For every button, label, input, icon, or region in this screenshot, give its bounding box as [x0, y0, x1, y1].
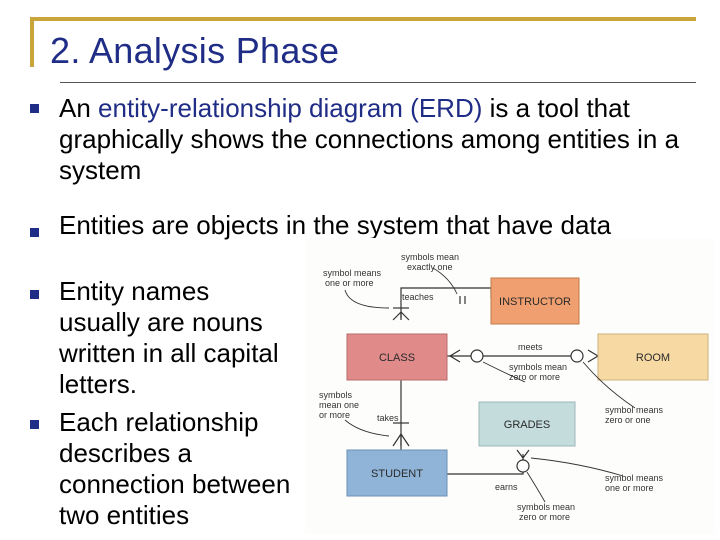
relationship-teaches: teaches — [402, 292, 434, 302]
earns-crowfoot — [516, 449, 530, 459]
bullet-text-erd: An entity-relationship diagram (ERD) is … — [59, 93, 680, 185]
bullet-marker — [30, 290, 39, 299]
annotation-zero-or-more-bottom-1: symbols mean — [517, 502, 575, 512]
one-or-more-crowfoot — [392, 311, 410, 321]
earns-zero-circle — [516, 459, 530, 473]
zero-circle — [470, 349, 484, 363]
bullet-text-entities: Entities are objects in the system that … — [59, 210, 612, 240]
entity-grades-label: GRADES — [504, 419, 550, 431]
entity-room-label: ROOM — [636, 352, 670, 364]
pointer-arrow — [530, 457, 624, 477]
pointer-arrow — [526, 471, 546, 503]
title-frame-left — [30, 17, 34, 67]
annotation-exactly-one-2: exactly one — [407, 262, 453, 272]
title-underline — [60, 82, 696, 83]
zero-circle — [570, 349, 584, 363]
entity-class-label: CLASS — [379, 352, 415, 364]
entity-grades — [478, 401, 576, 447]
relationship-earns: earns — [495, 482, 518, 492]
relationship-takes: takes — [377, 413, 399, 423]
entity-instructor-label: INSTRUCTOR — [499, 296, 571, 308]
erd-term: entity-relationship diagram (ERD) — [98, 93, 483, 123]
bullet-marker — [30, 420, 39, 429]
relationship-meets: meets — [518, 342, 543, 352]
annotation-one-or-more-left-1: symbols — [319, 390, 353, 400]
slide-title: 2. Analysis Phase — [50, 30, 340, 71]
entity-student — [346, 449, 448, 497]
bullet-text-entity-names: Entity names usually are nouns written i… — [59, 276, 279, 399]
bullet-text-relationship: Each relationship describes a connection… — [59, 407, 291, 530]
crowfoot-room-side — [587, 349, 599, 363]
crowfoot-class-side — [449, 349, 461, 363]
erd-diagram: INSTRUCTOR CLASS ROOM GRADES STUDENT tea… — [305, 238, 715, 534]
entity-instructor — [490, 277, 580, 325]
entity-student-label: STUDENT — [371, 468, 423, 480]
bullet-marker — [30, 228, 39, 237]
annotation-zero-or-more-bottom-2: zero or more — [519, 512, 570, 522]
annotation-zero-or-one-1: symbol means — [605, 405, 664, 415]
annotation-one-or-more-2: one or more — [325, 278, 374, 288]
annotation-one-or-more-1: symbol means — [323, 268, 382, 278]
title-frame-top — [30, 17, 696, 21]
pointer-arrow — [432, 267, 458, 295]
takes-crowfoot — [392, 433, 410, 447]
bullet-marker — [30, 104, 39, 113]
annotation-zero-or-more-mid-1: symbols mean — [509, 362, 567, 372]
annotation-one-or-more-left-3: or more — [319, 410, 350, 420]
entity-class — [346, 333, 448, 381]
annotation-zero-or-more-mid-2: zero or more — [509, 372, 560, 382]
annotation-zero-or-one-2: zero or one — [605, 415, 651, 425]
pointer-arrow — [344, 289, 390, 309]
pointer-arrow — [582, 361, 636, 409]
annotation-one-or-more-left-2: mean one — [319, 400, 359, 410]
annotation-one-or-more-right-2: one or more — [605, 483, 654, 493]
pointer-arrow — [344, 419, 390, 437]
entity-room — [597, 333, 709, 381]
annotation-exactly-one-1: symbols mean — [401, 252, 459, 262]
annotation-one-or-more-right-1: symbol means — [605, 473, 664, 483]
pointer-arrow — [482, 361, 526, 383]
